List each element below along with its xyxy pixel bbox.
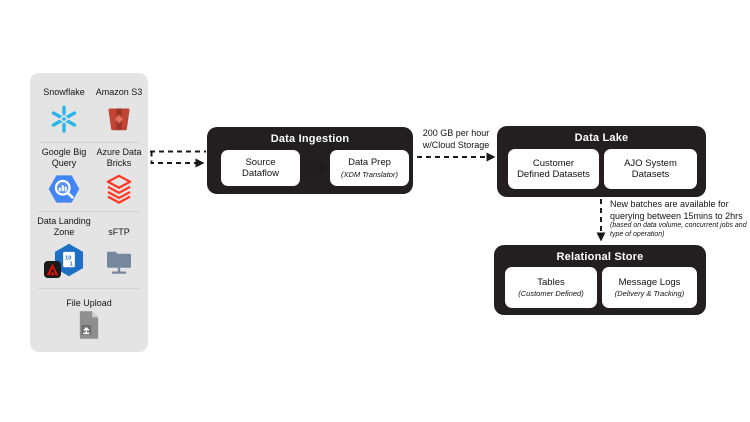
ajo-system-datasets-box: AJO System Datasets [604, 149, 697, 189]
data-lake-group: Data Lake Customer Defined Datasets AJO … [497, 126, 706, 197]
source-label-azure-databricks: Azure Data Bricks [96, 147, 142, 169]
data-lake-title: Data Lake [574, 132, 629, 144]
source-label-data-landing-zone: Data Landing Zone [37, 216, 91, 238]
source-label-snowflake: Snowflake [43, 87, 85, 97]
svg-text:10: 10 [65, 256, 72, 262]
relational-store-group: Relational Store Tables (Customer Define… [494, 245, 706, 315]
data-prep-label: Data Prep [348, 157, 391, 169]
source-dataflow-box: Source Dataflow [221, 150, 300, 186]
throughput-note-line2: w/Cloud Storage [422, 139, 490, 150]
source-label-google-bigquery: Google Big Query [41, 147, 87, 169]
message-logs-subtitle: (Delivery & Tracking) [614, 289, 685, 299]
source-label-file-upload: File Upload [66, 298, 112, 308]
batch-note-line1: New batches are available for [610, 199, 729, 209]
amazon-s3-icon [104, 104, 134, 139]
tables-label: Tables [537, 276, 565, 288]
tables-subtitle: (Customer Defined) [518, 289, 584, 299]
throughput-note: 200 GB per hour w/Cloud Storage [410, 128, 502, 151]
snowflake-icon [49, 104, 79, 139]
google-bigquery-icon [47, 172, 81, 211]
source-dataflow-label-line2: Dataflow [242, 168, 279, 179]
ajo-datasets-line1: AJO System [624, 157, 677, 169]
tables-box: Tables (Customer Defined) [505, 267, 597, 308]
panel-divider [38, 142, 140, 143]
data-prep-subtitle: (XDM Translator) [341, 169, 398, 179]
batch-availability-note: New batches are available for querying b… [610, 199, 750, 239]
batch-note-line2: querying between 15mins to 2hrs [610, 210, 743, 221]
sftp-folder-icon [103, 245, 135, 282]
data-prep-box: Data Prep (XDM Translator) [330, 150, 409, 186]
batch-note-line3: (based on data volume, concurrent jobs a… [610, 222, 747, 230]
source-label-sftp: sFTP [108, 227, 130, 237]
customer-datasets-line2: Defined Datasets [517, 169, 590, 180]
customer-datasets-line1: Customer [532, 157, 575, 169]
message-logs-box: Message Logs (Delivery & Tracking) [602, 267, 697, 308]
source-dataflow-label-line1: Source [245, 156, 276, 168]
file-upload-icon [75, 309, 103, 346]
data-ingestion-group: Data Ingestion Source Dataflow Data Prep… [207, 127, 413, 194]
relational-store-title: Relational Store [556, 251, 644, 263]
source-label-amazon-s3: Amazon S3 [95, 87, 143, 97]
sources-panel: Snowflake Amazon S3 Google Big Query [30, 73, 148, 352]
adobe-logo-badge-icon [44, 261, 61, 283]
batch-note-line4: type of operation) [610, 230, 665, 238]
sources-to-ingestion-arrow [150, 151, 205, 168]
data-ingestion-title: Data Ingestion [270, 133, 350, 145]
message-logs-label: Message Logs [618, 276, 681, 288]
ajo-datasets-line2: Datasets [631, 169, 670, 180]
panel-divider [38, 288, 140, 289]
azure-databricks-icon [102, 172, 136, 211]
panel-divider [38, 211, 140, 212]
data-landing-zone-icon: 10 1 [51, 242, 87, 283]
svg-text:1: 1 [69, 261, 73, 267]
throughput-note-line1: 200 GB per hour [422, 128, 490, 138]
customer-defined-datasets-box: Customer Defined Datasets [508, 149, 599, 189]
